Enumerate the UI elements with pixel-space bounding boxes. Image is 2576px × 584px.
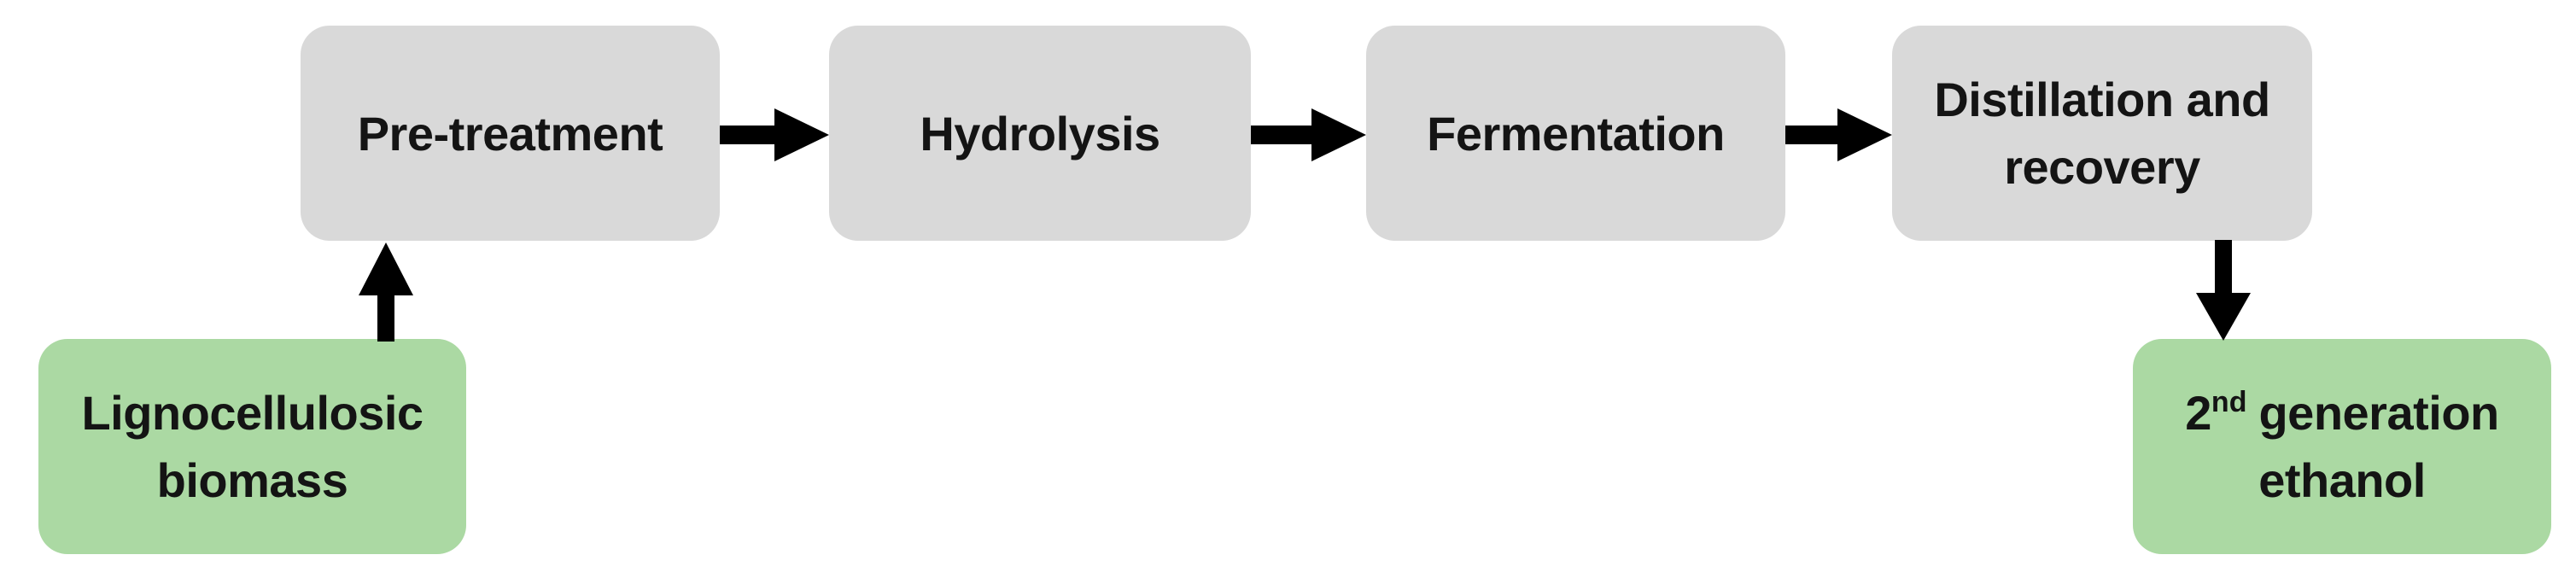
node-label-line: biomass xyxy=(156,453,348,507)
node-label-line: Lignocellulosic xyxy=(81,386,423,440)
arrow-up-head-icon xyxy=(359,242,413,295)
arrow-right-shaft xyxy=(720,126,776,144)
node-label-line: Distillation and xyxy=(1934,73,2270,126)
node-label-text: generation xyxy=(2258,386,2499,440)
node-distillation-and-recovery: Distillation and recovery xyxy=(1892,26,2312,241)
node-hydrolysis: Hydrolysis xyxy=(829,26,1251,241)
node-pre-treatment: Pre-treatment xyxy=(301,26,720,241)
arrow-right-shaft xyxy=(1251,126,1313,144)
node-label-line: Fermentation xyxy=(1427,106,1725,161)
node-label-text: 2 xyxy=(2185,386,2211,440)
node-label-line: Pre-treatment xyxy=(357,106,663,161)
node-label-line: ethanol xyxy=(2258,453,2426,507)
arrow-right-shaft xyxy=(1785,126,1839,144)
superscript-nd: nd xyxy=(2211,386,2247,418)
node-fermentation: Fermentation xyxy=(1366,26,1785,241)
arrow-right-head-icon xyxy=(774,108,829,161)
arrow-right-head-icon xyxy=(1837,108,1892,161)
node-label-line: recovery xyxy=(2004,140,2200,194)
node-label-line: 2nd generation xyxy=(2185,379,2499,447)
arrow-down-shaft xyxy=(2215,240,2232,295)
arrow-right-head-icon xyxy=(1311,108,1366,161)
node-label-line: Hydrolysis xyxy=(920,106,1160,161)
node-lignocellulosic-biomass: Lignocellulosic biomass xyxy=(38,339,466,554)
arrow-up-shaft xyxy=(377,290,394,342)
arrow-down-head-icon xyxy=(2196,293,2251,341)
node-2nd-generation-ethanol: 2nd generation ethanol xyxy=(2133,339,2551,554)
